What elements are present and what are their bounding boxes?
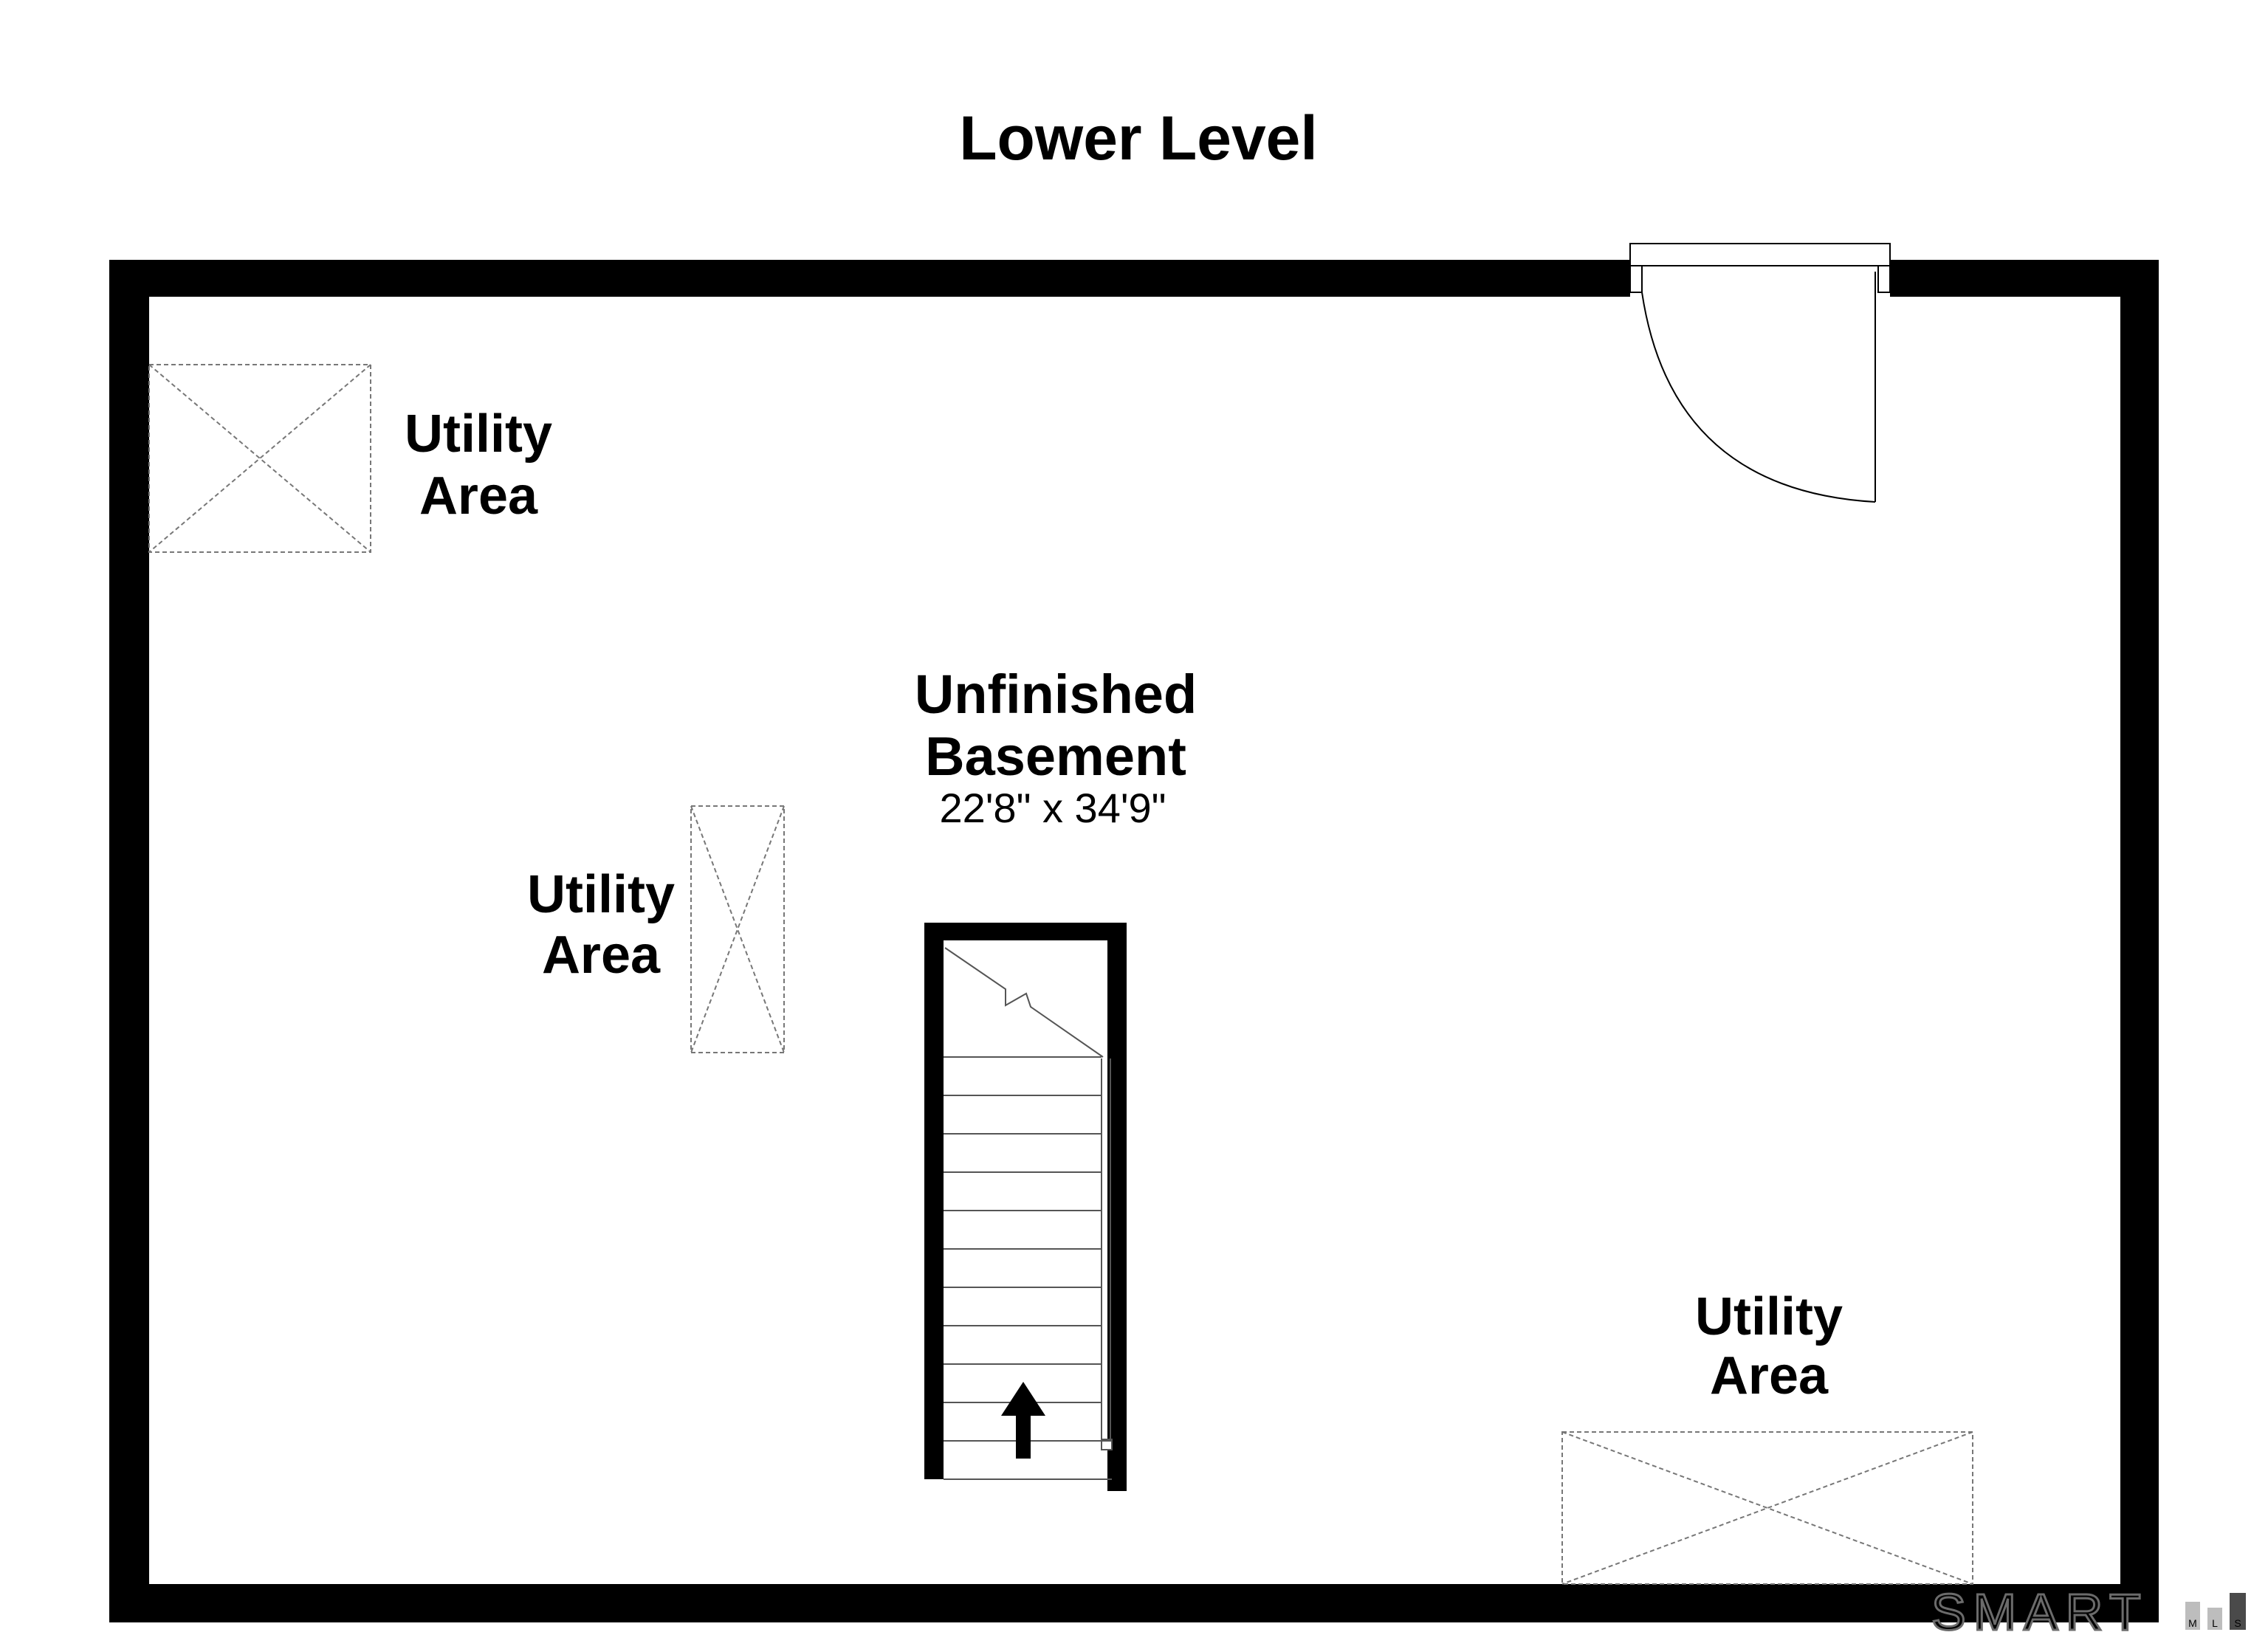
stairwell	[924, 923, 1127, 1491]
svg-text:Area: Area	[1710, 1346, 1829, 1405]
utility-box-bottom-right	[1561, 1431, 1973, 1585]
room-label-unfinished-basement: Unfinished Basement 22'8" x 34'9"	[915, 664, 1197, 831]
utility-box-top-left	[148, 364, 371, 553]
logo-sub-m: M	[2188, 1617, 2197, 1629]
svg-text:Basement: Basement	[925, 726, 1186, 787]
utility-label-middle: Utility Area	[527, 865, 675, 985]
svg-text:Utility: Utility	[527, 865, 675, 924]
exterior-walls	[109, 260, 2159, 1622]
up-arrow-icon	[1001, 1382, 1045, 1459]
svg-text:Utility: Utility	[405, 404, 552, 464]
smart-mls-logo: SMART M L S	[1931, 1583, 2246, 1642]
utility-box-middle	[690, 805, 785, 1053]
logo-sub-l: L	[2212, 1617, 2218, 1629]
door-swing-icon	[1629, 243, 1891, 503]
page-title: Lower Level	[959, 103, 1318, 173]
svg-text:Area: Area	[542, 926, 661, 985]
logo-wordmark: SMART	[1931, 1583, 2148, 1641]
svg-text:Area: Area	[419, 467, 538, 526]
svg-text:Unfinished: Unfinished	[915, 664, 1197, 725]
logo-sub-s: S	[2234, 1617, 2241, 1629]
utility-label-top-left: Utility Area	[405, 404, 552, 526]
room-dimensions: 22'8" x 34'9"	[939, 785, 1166, 831]
svg-text:Utility: Utility	[1695, 1287, 1843, 1346]
utility-label-bottom-right: Utility Area	[1695, 1287, 1843, 1405]
